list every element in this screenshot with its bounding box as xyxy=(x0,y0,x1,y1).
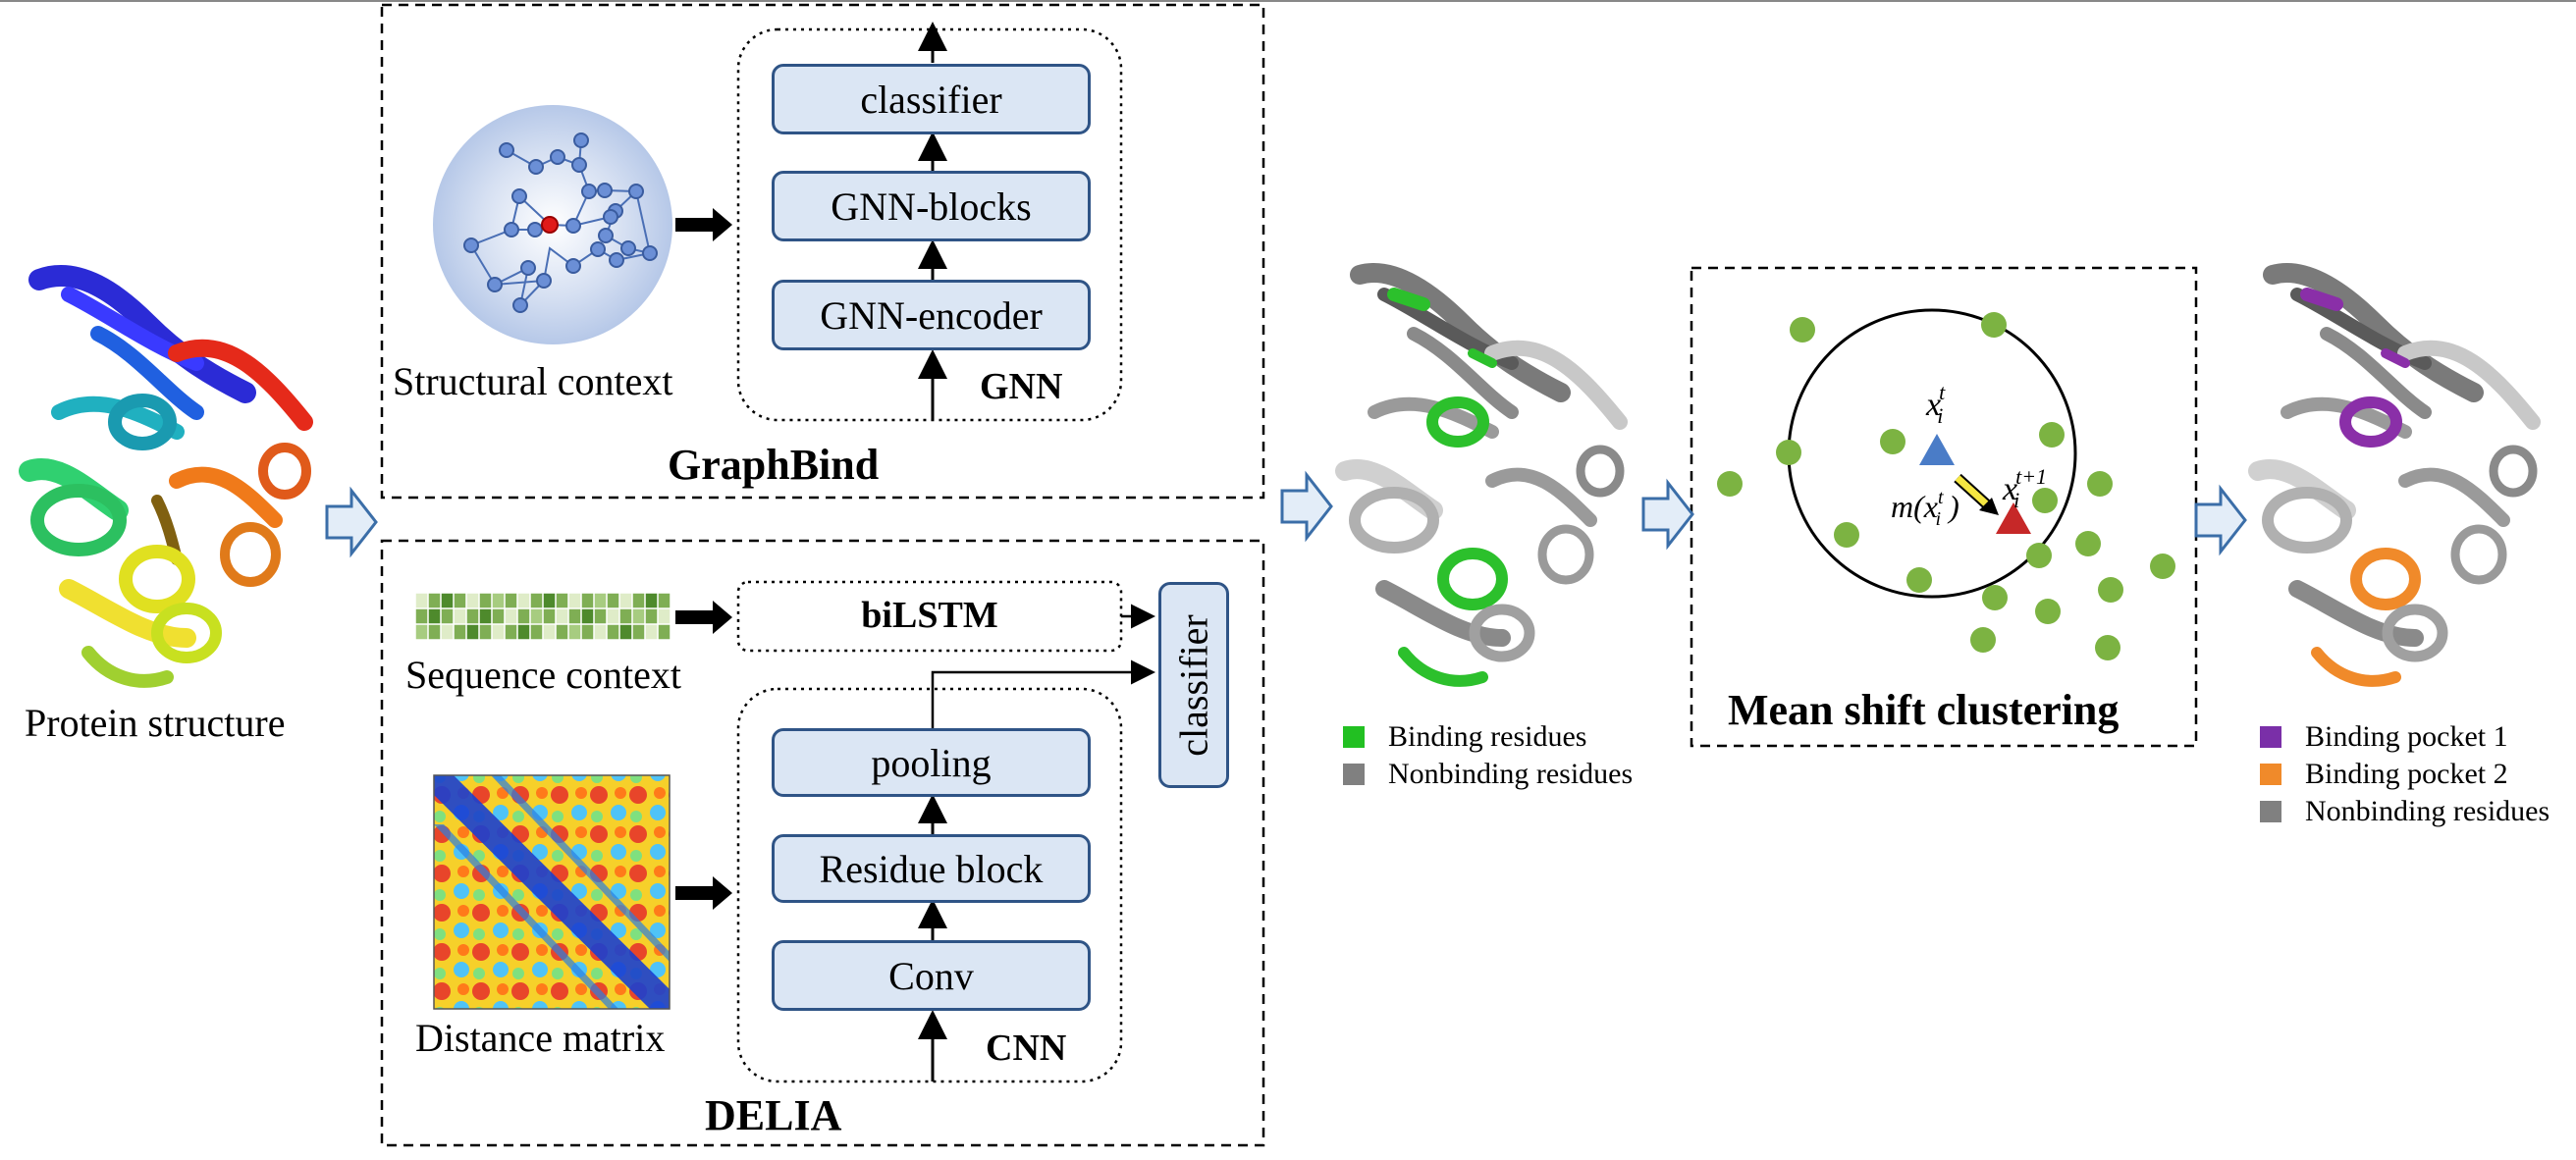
mean-before-icon xyxy=(1919,434,1955,465)
cnn-label: CNN xyxy=(986,1028,1067,1069)
binding-swatch-icon xyxy=(1343,726,1365,748)
legend-binding-pocket-1: Binding pocket 1 xyxy=(2260,720,2508,754)
delia-classifier-block: classifier xyxy=(1158,582,1229,788)
residue-block: Residue block xyxy=(772,834,1091,903)
bilstm-label: biLSTM xyxy=(861,595,998,636)
conv-block: Conv xyxy=(772,940,1091,1011)
flow-arrow-icon xyxy=(325,470,2247,558)
graphbind-box xyxy=(380,3,1265,500)
structural-arrow-icon xyxy=(675,208,732,241)
mean-shift-plot xyxy=(1717,308,2175,660)
mean-after-icon xyxy=(1996,502,2031,534)
delia-label: DELIA xyxy=(705,1091,842,1139)
pocket2-swatch-icon xyxy=(2260,764,2281,785)
delia-classifier-label: classifier xyxy=(1171,613,1216,757)
mean-after-math: xt+1i xyxy=(2003,464,2048,512)
mean-shift-label: Mean shift clustering xyxy=(1728,686,2120,734)
pooling-block: pooling xyxy=(772,728,1091,797)
binding-pockets-protein-icon xyxy=(2248,263,2541,687)
cluster-points xyxy=(1717,312,2175,660)
protein-structure-label: Protein structure xyxy=(25,701,286,745)
nonbinding-swatch-icon xyxy=(1343,764,1365,785)
shift-vector-math: m(xti) xyxy=(1891,487,1959,530)
distance-arrow-icon xyxy=(675,876,732,910)
delia-box xyxy=(380,539,1265,1147)
legend-binding-pocket-2: Binding pocket 2 xyxy=(2260,758,2508,791)
binding-residues-protein-icon xyxy=(1335,263,1628,687)
protein-ribbon-icon xyxy=(19,265,313,688)
gnn-encoder-block: GNN-encoder xyxy=(772,280,1091,350)
pocket1-swatch-icon xyxy=(2260,726,2281,748)
cnn-dotted-box xyxy=(736,687,1123,1083)
graph-icon xyxy=(433,105,672,344)
gnn-classifier-block: classifier xyxy=(772,64,1091,134)
structural-context-label: Structural context xyxy=(393,359,673,403)
mean-before-math: xti xyxy=(1926,380,1946,428)
sequence-arrow-icon xyxy=(675,601,732,634)
sequence-grid-icon xyxy=(414,592,671,641)
shift-arrow-icon xyxy=(1954,473,1999,515)
gnn-label: GNN xyxy=(980,366,1063,407)
legend-pockets-nonbinding: Nonbinding residues xyxy=(2260,795,2549,828)
pockets-nonbinding-swatch-icon xyxy=(2260,801,2281,822)
distance-matrix-label: Distance matrix xyxy=(415,1016,666,1060)
legend-nonbinding-residues: Nonbinding residues xyxy=(1343,758,1633,791)
legend-binding-residues: Binding residues xyxy=(1343,720,1587,754)
sequence-context-label: Sequence context xyxy=(405,653,681,697)
heatmap-icon xyxy=(433,774,671,1010)
graphbind-label: GraphBind xyxy=(668,441,880,489)
gnn-blocks-block: GNN-blocks xyxy=(772,171,1091,241)
